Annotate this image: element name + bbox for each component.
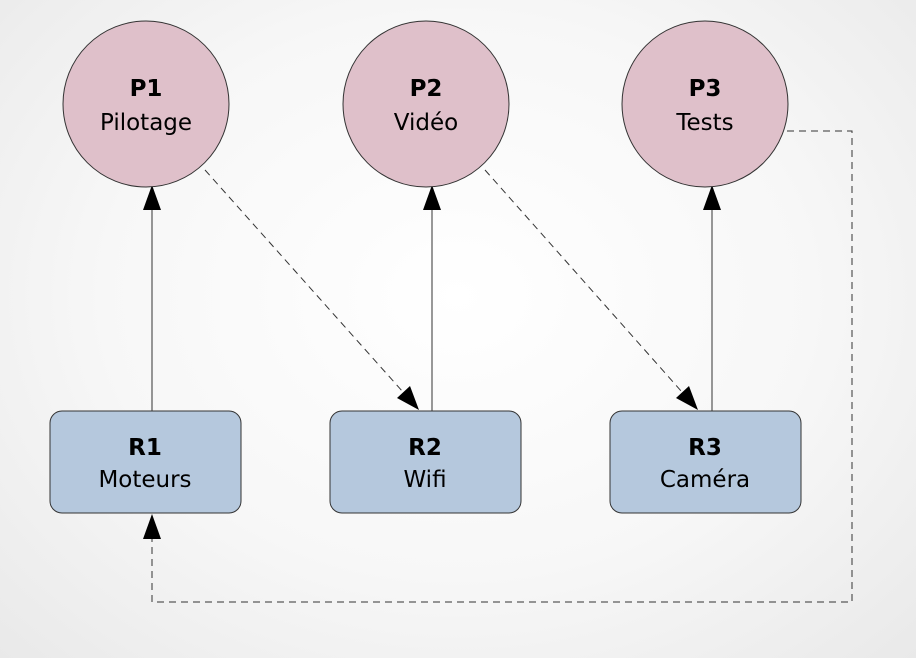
process-name: Vidéo [394,110,458,136]
resource-node-r2: R2 Wifi [329,410,522,514]
edge-p1-r2 [204,169,419,410]
process-node-p3: P3 Tests [621,20,789,188]
process-id: P1 [130,76,163,102]
process-node-p1: P1 Pilotage [62,20,230,188]
resource-node-r3: R3 Caméra [609,410,802,514]
arrowhead-icon [676,386,698,410]
resource-name: Wifi [403,467,446,493]
resource-name: Caméra [660,467,750,493]
process-id: P3 [689,76,722,102]
edge-p2-r3 [484,169,698,410]
arrowhead-icon [423,185,441,210]
edge-r2-p2 [423,185,441,411]
edge-r3-p3 [703,185,721,411]
arrowhead-icon [397,386,419,410]
resource-id: R2 [408,435,442,461]
edge-p3-r1 [143,130,853,603]
arrowhead-icon [143,185,161,210]
process-name: Tests [675,110,733,136]
edge-r1-p1 [143,185,161,411]
resource-id: R1 [128,435,162,461]
process-id: P2 [410,76,443,102]
resource-id: R3 [688,435,722,461]
arrowhead-icon [143,514,161,539]
process-name: Pilotage [100,110,192,136]
resource-node-r1: R1 Moteurs [49,410,242,514]
resource-name: Moteurs [98,467,191,493]
arrowhead-icon [703,185,721,210]
process-node-p2: P2 Vidéo [342,20,510,188]
